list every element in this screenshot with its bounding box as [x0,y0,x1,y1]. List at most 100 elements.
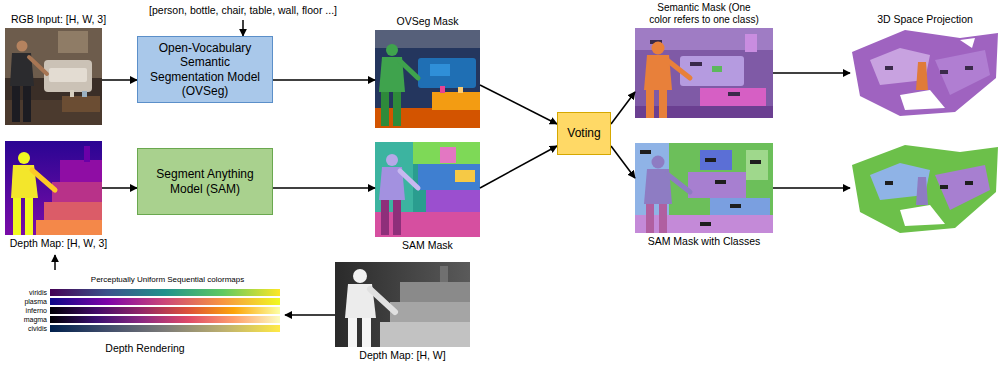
image-panel: SAM Mask with Classes [635,143,773,249]
depth-color-image-part [60,160,102,182]
rgb-photo-part [58,31,88,53]
sam-mask-image-part [455,170,475,182]
depth-gray-image-part [353,269,367,283]
projection-3d-image-part [885,66,893,70]
rgb-photo-part [17,41,28,52]
sam-classes-image-part [635,143,773,233]
sam-mask-image-part [381,200,389,235]
rgb-photo-part [49,68,87,82]
sam-classes-image-part [659,204,667,233]
sam-mask-image-part [426,190,480,212]
ovseg-mask-image-part [418,58,476,88]
depth-gray-image-part [348,318,357,347]
sam-mask-image-part [440,147,456,163]
sam-mask-image-part [386,154,398,166]
sam-classes-image-part [750,160,761,164]
caption: 3D Space Projection [877,13,973,25]
colormap-bars-part [50,325,280,332]
box-label: Open-Vocabulary Semantic Segmentation Mo… [144,41,266,99]
ovseg-mask-image-part [393,92,401,126]
flow-arrow [480,85,557,124]
ovseg-mask-image-part [430,64,450,76]
colormap-bars [50,289,280,332]
caption: Semantic Mask (One color refers to one c… [629,2,779,25]
semantic-mask-image-part [700,88,766,106]
image-panel: OVSeg Mask [375,30,480,128]
flow-arrow [54,255,56,270]
sam-classes-image-part [652,156,665,169]
depth-color-image-part [25,198,33,235]
depth-color-image-part [18,152,30,164]
rgb-photo-part [44,60,92,92]
flow-arrow [480,146,557,188]
depth-gray-image-part [440,266,448,282]
colormap-panel: Perceptually Uniform Sequential colormap… [5,270,285,362]
voting-box: Voting [557,112,611,155]
semantic-mask-image-part [667,60,690,78]
projection-3d-image-part [916,177,928,205]
rgb-photo-part [23,86,31,122]
depth-gray-image-part [335,262,470,347]
sam-mask-image-part [375,142,480,237]
model-box: Open-Vocabulary Semantic Segmentation Mo… [137,36,273,103]
rgb-photo-part [70,90,74,97]
sam-classes-image-part [635,215,773,233]
sam-classes-image-part [640,150,651,154]
box-label: Segment Anything Model (SAM) [144,167,266,196]
semantic-mask-image-part [690,62,702,66]
sam-classes-image-part [746,150,768,180]
projection-3d-image-part [852,145,998,233]
class-list: [person, bottle, chair, table, wall, flo… [130,4,356,20]
sam-mask-image [375,142,480,237]
rgb-photo-part [5,28,102,125]
ovseg-mask-image-part [400,61,418,78]
projection-3d-image-part [885,181,893,185]
projection-3d-image-part [940,185,948,189]
semantic-mask-image-part [635,106,773,118]
colormap-bars-part [50,289,280,296]
sam-mask-image-part [375,212,480,237]
image-panel: Semantic Mask (One color refers to one c… [635,28,773,118]
flow-arrow [102,187,137,189]
projection-3d-image-part [916,62,928,90]
projection-3d-image-part [900,205,945,226]
ovseg-mask-image-part [381,92,389,126]
box-label: Voting [567,126,600,140]
depth-color-image-part [44,202,102,220]
flow-arrow [285,314,335,316]
depth-gray-image-part [390,302,470,322]
flow-arrow [273,187,375,189]
colormap-name: inferno [5,306,47,315]
depth-gray-image-part [400,282,470,302]
sam-classes-image-part [700,150,732,170]
class-prompt: [person, bottle, chair, table, wall, flo… [130,4,356,18]
flow-arrow [773,187,850,189]
colormap-name: plasma [5,297,47,306]
projection-3d-image-part [960,38,975,48]
semantic-mask-image-part [659,90,667,118]
depth-color-image-part [5,141,102,235]
semantic-mask-image-part [652,42,665,55]
depth-color-image-part [32,170,55,190]
semantic-mask-image-part [646,90,654,118]
depth-color-image-part [13,198,21,235]
colormap-bars-part [50,298,280,305]
depth-color-image-part [52,182,102,202]
colormap-name: viridis [5,288,47,297]
ovseg-mask-image-part [440,86,445,93]
depth-color-image [5,141,102,235]
projection-3d-image-part [965,66,973,70]
colormap-bars-part [50,316,280,323]
depth-color-image-part [84,146,90,162]
image-panel: RGB Input: [H, W, 3] [5,28,102,125]
sam-classes-image-part [710,198,770,215]
sam-classes-image-part [700,222,711,226]
rgb-photo-part [82,91,87,97]
caption: RGB Input: [H, W, 3] [11,13,106,25]
sam-mask-image-part [393,200,401,235]
colormap-name: magma [5,315,47,324]
caption: OVSeg Mask [397,15,459,27]
ovseg-mask-image [375,30,480,128]
image-panel: 3D Space Projection [850,28,1000,235]
